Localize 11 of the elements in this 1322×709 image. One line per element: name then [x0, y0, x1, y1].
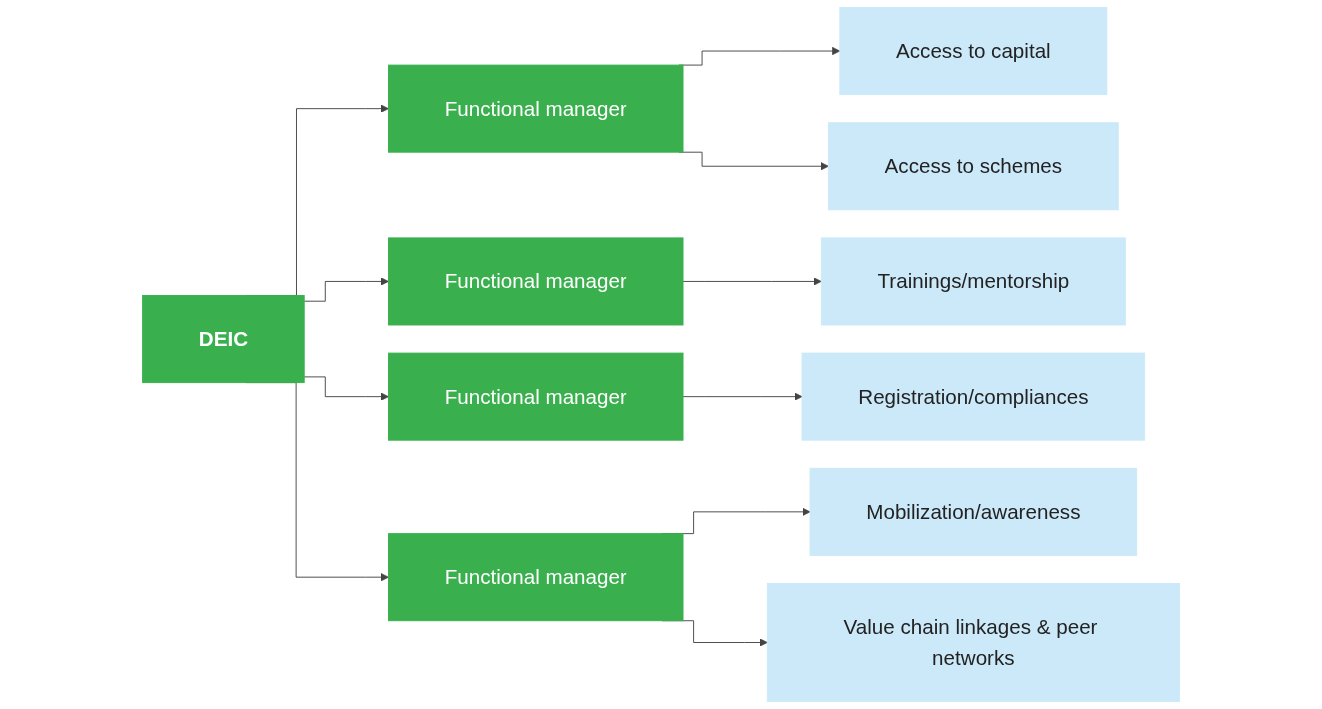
node-box: Functional manager	[388, 64, 684, 153]
node-box: Functional manager	[388, 352, 684, 441]
node-box: Access to capital	[839, 7, 1108, 96]
node-box: Functional manager	[388, 237, 684, 326]
node-box: Trainings/mentorship	[820, 237, 1126, 326]
node-box: Access to schemes	[827, 122, 1119, 211]
node-box: Value chain linkages & peer networks	[766, 583, 1180, 702]
node-box: Functional manager	[388, 533, 684, 622]
node-box: Mobilization/awareness	[809, 467, 1138, 556]
node-box: Registration/compliances	[801, 352, 1146, 441]
node-box: DEIC	[142, 295, 305, 384]
